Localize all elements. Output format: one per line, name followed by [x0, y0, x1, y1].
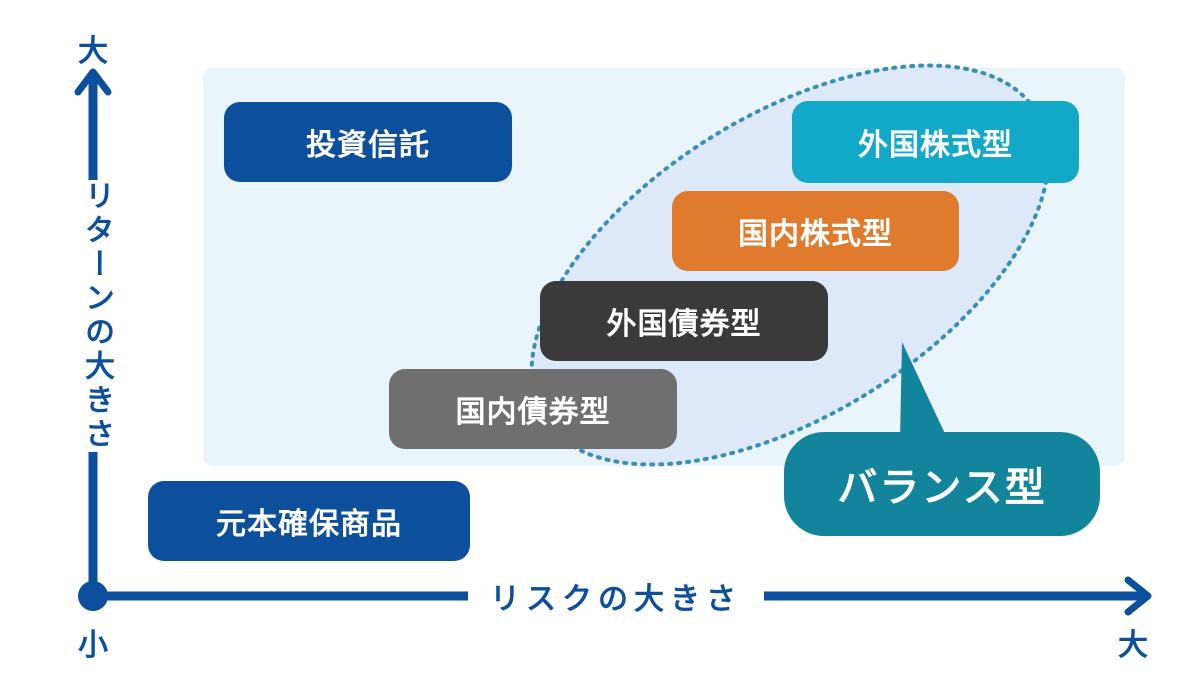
- y-axis-arrowhead: [74, 68, 112, 96]
- balance-type-label: バランス型: [837, 465, 1047, 511]
- y-axis-title: リターンの大きさ: [74, 180, 114, 452]
- domestic-bond-box: 国内債券型: [389, 369, 677, 449]
- foreign-bond-box: 外国債券型: [540, 281, 828, 361]
- foreign-bond-label: 外国債券型: [606, 307, 762, 342]
- domestic-stock-label: 国内株式型: [738, 217, 893, 252]
- principal-guaranteed-label: 元本確保商品: [216, 507, 402, 542]
- origin-dot: [78, 581, 108, 611]
- domestic-bond-label: 国内債券型: [455, 395, 611, 430]
- callout-pointer: [900, 342, 948, 440]
- principal-guaranteed-box: 元本確保商品: [148, 481, 470, 561]
- foreign-stock-box: 外国株式型: [792, 101, 1079, 183]
- y-axis-high-label: 大: [78, 34, 108, 69]
- balance-type-callout: バランス型: [784, 432, 1100, 536]
- investment-trust-box: 投資信託: [224, 102, 512, 182]
- domestic-stock-box: 国内株式型: [672, 191, 959, 271]
- investment-trust-label: 投資信託: [306, 128, 430, 163]
- x-axis-high-label: 大: [1118, 628, 1148, 663]
- origin-low-label: 小: [78, 628, 108, 663]
- x-axis-arrowhead: [1124, 576, 1152, 616]
- x-axis-title: リスクの大きさ: [468, 574, 764, 618]
- foreign-stock-label: 外国株式型: [858, 128, 1013, 163]
